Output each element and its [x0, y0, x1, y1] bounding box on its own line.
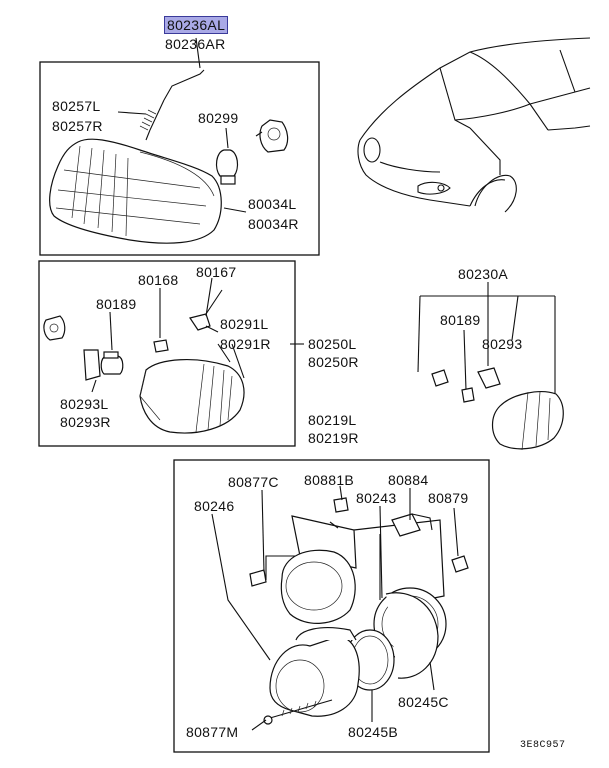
part-number-80236AL-highlighted[interactable]: 80236AL	[164, 16, 229, 34]
part-number-80291L[interactable]: 80291L	[220, 316, 269, 332]
part-number-80168[interactable]: 80168	[138, 272, 179, 288]
part-number-80236AR[interactable]: 80236AR	[165, 36, 226, 52]
diagram-code: 3E8C957	[520, 740, 566, 751]
part-number-80293L[interactable]: 80293L	[60, 396, 109, 412]
fog-lamp-assembly-box	[173, 459, 490, 753]
part-number-80246[interactable]: 80246	[194, 498, 235, 514]
part-number-80034L[interactable]: 80034L	[248, 196, 297, 212]
fog-lamp-illustration	[249, 497, 469, 725]
part-number-80293R[interactable]: 80293R	[60, 414, 111, 430]
part-number-80250L[interactable]: 80250L	[308, 336, 357, 352]
part-number-80250R[interactable]: 80250R	[308, 354, 359, 370]
part-number-80291R[interactable]: 80291R	[220, 336, 271, 352]
side-marker-assembly-box	[38, 260, 296, 447]
part-number-80189-side-marker[interactable]: 80189	[96, 296, 137, 312]
part-number-80243[interactable]: 80243	[356, 490, 397, 506]
part-number-80881B[interactable]: 80881B	[304, 472, 355, 488]
part-number-80219L[interactable]: 80219L	[308, 412, 357, 428]
part-number-80257L[interactable]: 80257L	[52, 98, 101, 114]
part-number-80034R[interactable]: 80034R	[248, 216, 299, 232]
side-marker-lamp-illustration	[43, 289, 245, 434]
turn-signal-lamp-illustration	[49, 69, 289, 244]
part-number-80293[interactable]: 80293	[482, 336, 523, 352]
part-number-80877M[interactable]: 80877M	[186, 724, 239, 740]
part-number-80245B[interactable]: 80245B	[348, 724, 399, 740]
part-number-80257R[interactable]: 80257R	[52, 118, 103, 134]
part-number-80245C[interactable]: 80245C	[398, 694, 449, 710]
part-number-80167[interactable]: 80167	[196, 264, 237, 280]
turn-signal-assembly-box	[39, 61, 320, 256]
part-number-80189-repeater[interactable]: 80189	[440, 312, 481, 328]
part-number-80877C[interactable]: 80877C	[228, 474, 279, 490]
part-number-80879[interactable]: 80879	[428, 490, 469, 506]
part-number-80299[interactable]: 80299	[198, 110, 239, 126]
part-number-80219R[interactable]: 80219R	[308, 430, 359, 446]
part-number-80884[interactable]: 80884	[388, 472, 429, 488]
car-body-illustration	[357, 37, 591, 213]
side-repeater-illustration	[417, 282, 564, 451]
part-number-80230A[interactable]: 80230A	[458, 266, 509, 282]
